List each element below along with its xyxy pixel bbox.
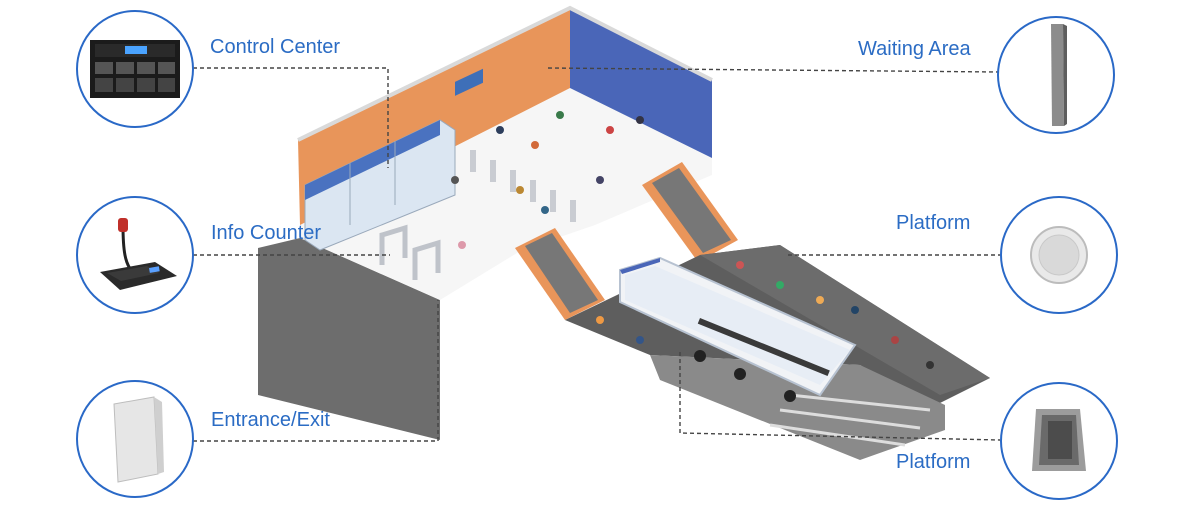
control-center-device bbox=[76, 10, 194, 128]
blue-wall bbox=[570, 8, 712, 158]
label-waiting-area: Waiting Area bbox=[858, 38, 971, 60]
platform-lower-device bbox=[1000, 382, 1118, 500]
wall-speaker-icon bbox=[113, 395, 164, 483]
leader-entrance-exit bbox=[193, 300, 439, 442]
column-speaker-icon bbox=[1051, 24, 1067, 126]
platform-upper-device bbox=[1000, 196, 1118, 314]
ceiling-speaker-icon bbox=[1030, 226, 1088, 284]
leader-control-center bbox=[193, 67, 389, 168]
horn-box-speaker-icon bbox=[1032, 409, 1086, 471]
station-base-left bbox=[258, 238, 440, 440]
label-platform-lower: Platform bbox=[896, 451, 971, 473]
rack-amplifier-icon bbox=[90, 40, 180, 98]
info-counter-device bbox=[76, 196, 194, 314]
waiting-area-device bbox=[997, 16, 1115, 134]
label-info-counter: Info Counter bbox=[211, 222, 322, 244]
desktop-microphone-icon bbox=[100, 218, 177, 290]
label-control-center: Control Center bbox=[210, 36, 341, 58]
label-entrance-exit: Entrance/Exit bbox=[211, 409, 330, 431]
leader-waiting-area bbox=[547, 67, 999, 73]
entrance-exit-device bbox=[76, 380, 194, 498]
track-bed bbox=[650, 355, 945, 460]
leader-platform-lower bbox=[679, 352, 1001, 441]
label-platform-upper: Platform bbox=[896, 212, 971, 234]
